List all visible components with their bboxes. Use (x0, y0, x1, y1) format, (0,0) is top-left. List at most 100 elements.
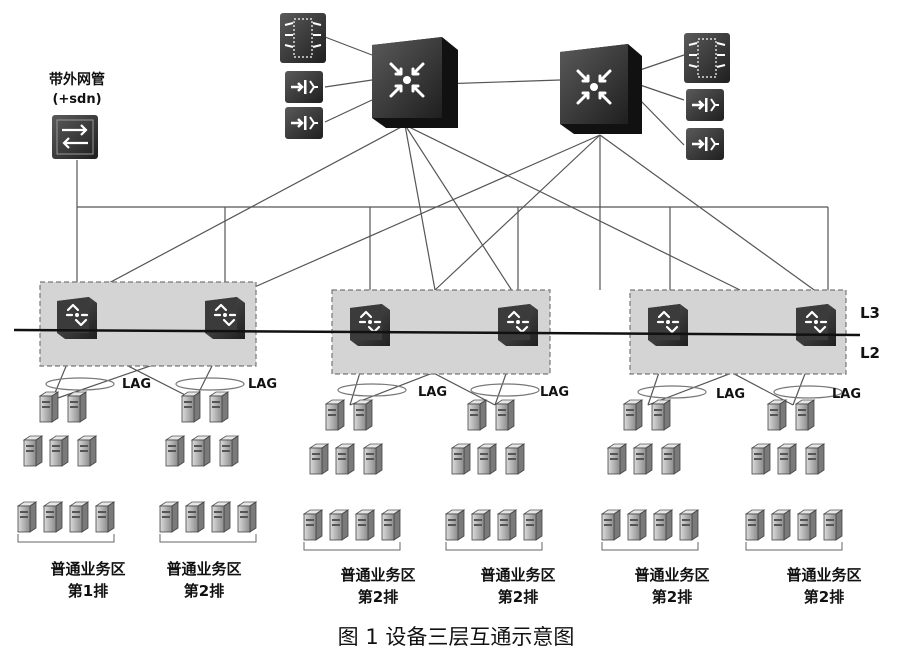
zone-1-row: 第1排 (68, 582, 108, 600)
server-icon (797, 509, 817, 541)
rack-bracket (159, 534, 257, 543)
rack-bracket (445, 542, 543, 551)
server-icon (627, 509, 647, 541)
server-icon (497, 509, 517, 541)
server-icon (43, 501, 63, 533)
server-icon (23, 435, 43, 467)
zone-4-row: 第2排 (498, 588, 538, 606)
server-icon (523, 509, 543, 541)
oob-label-line1: 带外网管 (49, 71, 105, 88)
server-icon (805, 443, 825, 475)
server-icon (185, 501, 205, 533)
lag-label: LAG (248, 377, 277, 392)
server-racks (17, 391, 843, 551)
lag-label: LAG (540, 385, 569, 400)
zone-6-name: 普通业务区 (786, 566, 861, 584)
zone-labels: 普通业务区 第1排 普通业务区 第2排 普通业务区 第2排 普通业务区 第2排 … (50, 560, 861, 606)
server-icon (771, 509, 791, 541)
server-icon (679, 509, 699, 541)
server-icon (325, 399, 345, 431)
server-icon (237, 501, 257, 533)
server-icon (209, 391, 229, 423)
rack-bracket (601, 542, 699, 551)
server-icon (211, 501, 231, 533)
rack-bracket (17, 534, 115, 543)
links (51, 36, 829, 406)
server-icon (651, 399, 671, 431)
lag-label: LAG (122, 377, 151, 392)
agg-switch-icon (203, 295, 247, 341)
server-icon (467, 399, 487, 431)
lag-label: LAG (832, 387, 861, 402)
agg-switch-icon (794, 302, 838, 348)
server-icon (181, 391, 201, 423)
agg-group-3 (629, 289, 847, 375)
core-router-2-icon (560, 44, 642, 134)
agg-switch-icon (646, 302, 690, 348)
zone-3-name: 普通业务区 (340, 566, 415, 584)
zone-5-name: 普通业务区 (634, 566, 709, 584)
server-icon (355, 509, 375, 541)
server-icon (823, 509, 843, 541)
server-icon (17, 501, 37, 533)
server-icon (353, 399, 373, 431)
server-icon (477, 443, 497, 475)
agg-group-1 (39, 281, 257, 367)
lag-label: LAG (418, 385, 447, 400)
server-icon (471, 509, 491, 541)
server-icon (607, 443, 627, 475)
server-icon (661, 443, 681, 475)
server-icon (191, 435, 211, 467)
lag-label: LAG (716, 387, 745, 402)
firewall-3-icon (684, 87, 726, 123)
server-icon (445, 509, 465, 541)
load-balancer-1-icon (279, 12, 327, 64)
agg-switch-icon (348, 302, 392, 348)
server-icon (767, 399, 787, 431)
zone-2-name: 普通业务区 (166, 560, 241, 578)
rack-bracket (303, 542, 401, 551)
figure-caption: 图 1 设备三层互通示意图 (338, 625, 575, 649)
oob-switch-icon (52, 115, 98, 159)
server-icon (67, 391, 87, 423)
server-icon (751, 443, 771, 475)
server-icon (69, 501, 89, 533)
server-icon (653, 509, 673, 541)
server-icon (77, 435, 97, 467)
zone-6-row: 第2排 (804, 588, 844, 606)
server-icon (95, 501, 115, 533)
server-icon (49, 435, 69, 467)
zone-1-name: 普通业务区 (50, 560, 125, 578)
server-icon (777, 443, 797, 475)
zone-3-row: 第2排 (358, 588, 398, 606)
l3-l2-boundary (13, 328, 861, 337)
firewall-1-icon (283, 69, 325, 105)
server-icon (219, 435, 239, 467)
server-icon (451, 443, 471, 475)
server-icon (601, 509, 621, 541)
server-icon (303, 509, 323, 541)
zone-2-row: 第2排 (184, 582, 224, 600)
server-icon (495, 399, 515, 431)
server-icon (745, 509, 765, 541)
oob-management: 带外网管 (+sdn) (49, 71, 105, 159)
server-icon (381, 509, 401, 541)
agg-switch-icon (496, 302, 540, 348)
lag-markers (45, 377, 843, 399)
server-icon (505, 443, 525, 475)
server-icon (165, 435, 185, 467)
zone-5-row: 第2排 (652, 588, 692, 606)
server-icon (39, 391, 59, 423)
core-router-1-icon (372, 37, 458, 128)
server-icon (623, 399, 643, 431)
server-icon (633, 443, 653, 475)
rack-bracket (745, 542, 843, 551)
l2-label: L2 (860, 344, 880, 362)
server-icon (335, 443, 355, 475)
server-icon (363, 443, 383, 475)
load-balancer-2-icon (683, 32, 731, 84)
server-icon (159, 501, 179, 533)
server-icon (329, 509, 349, 541)
